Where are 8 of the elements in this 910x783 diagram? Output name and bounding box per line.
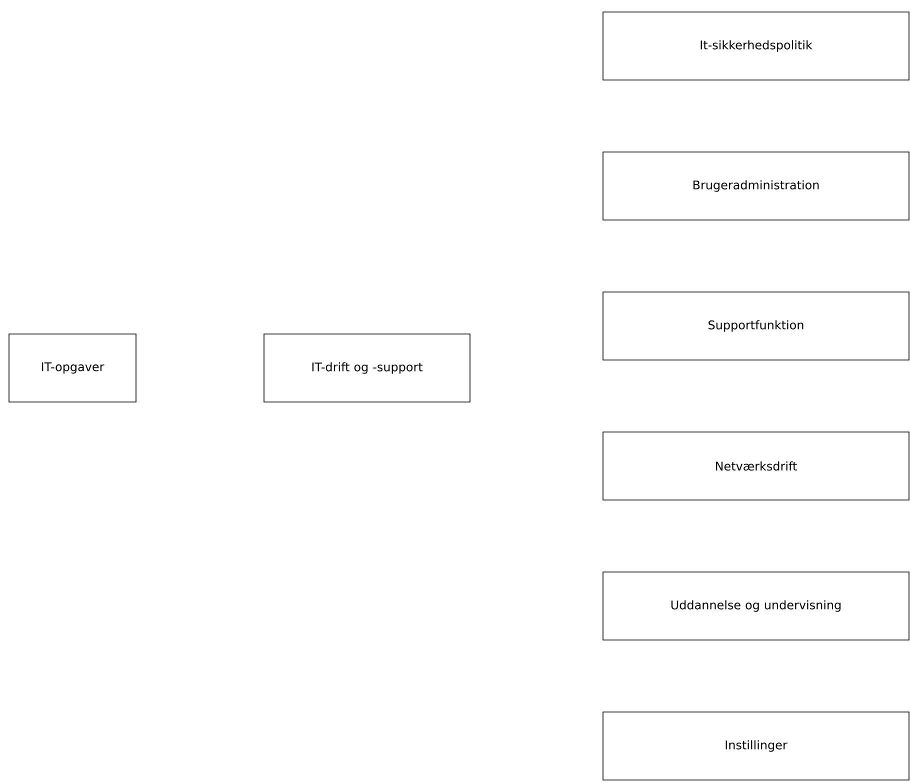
text-box: Brugeradministration <box>602 152 910 220</box>
text-box: It-sikkerhedspolitik <box>602 12 910 80</box>
text-box: Instillinger <box>602 712 910 780</box>
text-box: Uddannelse og undervisning <box>602 572 910 640</box>
text-box: IT-drift og -support <box>264 334 470 402</box>
text-box: Netværksdrift <box>602 432 910 500</box>
text-box: IT-opgaver <box>8 334 136 402</box>
text-box: Supportfunktion <box>602 292 910 360</box>
